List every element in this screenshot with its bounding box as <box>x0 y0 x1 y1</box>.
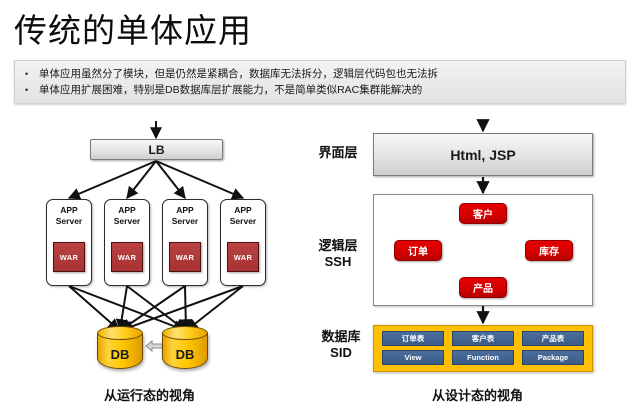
app-server-label-line2: Server <box>113 216 141 226</box>
app-server-label: APP Server <box>105 205 149 227</box>
war-artifact: WAR <box>111 242 143 272</box>
layer-name: 界面层 <box>318 145 358 160</box>
database-cylinder[interactable]: DB <box>162 326 208 372</box>
war-artifact: WAR <box>53 242 85 272</box>
app-server-label-line2: Server <box>171 216 199 226</box>
logic-node-label: 客户 <box>473 210 493 221</box>
app-server-label-line2: Server <box>229 216 257 226</box>
ui-layer-label: Html, JSP <box>450 146 516 163</box>
db-cell[interactable]: 订单表 <box>382 331 444 346</box>
cylinder-body <box>162 333 208 369</box>
cylinder-top <box>97 326 143 340</box>
db-cell[interactable]: Function <box>452 350 514 365</box>
bullet-panel: • 单体应用虽然分了模块，但是仍然是紧耦合，数据库无法拆分，逻辑层代码包也无法拆… <box>14 60 626 104</box>
layer-sub: SSH <box>324 254 352 269</box>
war-artifact: WAR <box>169 242 201 272</box>
layer-name: 逻辑层 <box>318 238 358 253</box>
db-cell[interactable]: Package <box>522 350 584 365</box>
app-server-label-line1: APP <box>234 205 252 215</box>
bullet-text: 单体应用扩展困难，特别是DB数据库层扩展能力，不是简单类似RAC集群能解决的 <box>39 84 423 96</box>
load-balancer-label: LB <box>148 142 165 157</box>
bullet-text: 单体应用虽然分了模块，但是仍然是紧耦合，数据库无法拆分，逻辑层代码包也无法拆 <box>39 68 438 80</box>
app-server-label-line1: APP <box>118 205 136 215</box>
ui-layer-box[interactable]: Html, JSP <box>373 133 593 176</box>
page-title: 传统的单体应用 <box>14 12 252 49</box>
db-cell[interactable]: 产品表 <box>522 331 584 346</box>
app-server-label: APP Server <box>47 205 91 227</box>
app-server-box[interactable]: APP Server WAR <box>104 199 150 286</box>
war-artifact: WAR <box>227 242 259 272</box>
cylinder-top <box>162 326 208 340</box>
bullet-item: • 单体应用扩展困难，特别是DB数据库层扩展能力，不是简单类似RAC集群能解决的 <box>25 82 625 98</box>
runtime-view-caption: 从运行态的视角 <box>104 388 196 403</box>
database-label: DB <box>175 346 195 362</box>
layer-label-ui: 界面层 <box>307 145 369 161</box>
layer-label-logic: 逻辑层 SSH <box>307 238 369 270</box>
db-layer-box: 订单表 客户表 产品表 View Function Package <box>373 325 593 372</box>
logic-node-product[interactable]: 产品 <box>459 277 507 298</box>
layer-name: 数据库 <box>321 329 361 344</box>
bullet-item: • 单体应用虽然分了模块，但是仍然是紧耦合，数据库无法拆分，逻辑层代码包也无法拆 <box>25 66 625 82</box>
load-balancer-box[interactable]: LB <box>90 139 223 160</box>
app-server-label-line2: Server <box>55 216 83 226</box>
db-cell[interactable]: 客户表 <box>452 331 514 346</box>
app-server-label: APP Server <box>221 205 265 227</box>
app-server-box[interactable]: APP Server WAR <box>46 199 92 286</box>
logic-node-label: 库存 <box>539 247 559 258</box>
database-cylinder[interactable]: DB <box>97 326 143 372</box>
logic-node-label: 产品 <box>473 284 493 295</box>
logic-node-customer[interactable]: 客户 <box>459 203 507 224</box>
db-cell[interactable]: View <box>382 350 444 365</box>
bullet-marker: • <box>25 85 29 95</box>
db-cell-grid: 订单表 客户表 产品表 View Function Package <box>382 331 584 366</box>
app-server-label-line1: APP <box>60 205 78 215</box>
app-server-label-line1: APP <box>176 205 194 215</box>
app-server-label: APP Server <box>163 205 207 227</box>
app-server-box[interactable]: APP Server WAR <box>220 199 266 286</box>
logic-node-inventory[interactable]: 库存 <box>525 240 573 261</box>
layer-label-db: 数据库 SID <box>307 329 375 361</box>
database-label: DB <box>110 346 130 362</box>
design-view-caption: 从设计态的视角 <box>432 388 524 403</box>
logic-node-label: 订单 <box>408 247 428 258</box>
logic-node-order[interactable]: 订单 <box>394 240 442 261</box>
layer-sub: SID <box>330 345 352 360</box>
app-server-box[interactable]: APP Server WAR <box>162 199 208 286</box>
bullet-marker: • <box>25 69 29 79</box>
